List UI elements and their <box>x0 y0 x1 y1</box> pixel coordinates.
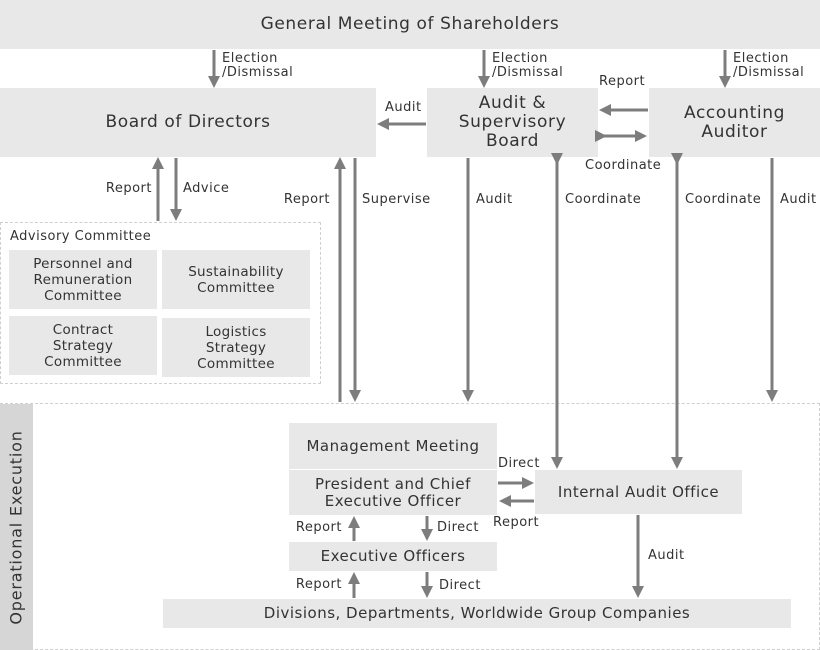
board-of-directors-box: Board of Directors <box>0 88 376 157</box>
label-coordinate-asb: Coordinate <box>565 192 642 207</box>
logistics-line-2: Strategy <box>205 339 267 356</box>
contract-line-1: Contract <box>52 321 114 338</box>
label-advice: Advice <box>183 181 230 196</box>
advisory-committee-title: Advisory Committee <box>10 229 152 244</box>
general-meeting-box: General Meeting of Shareholders <box>0 0 820 49</box>
sustainability-line-1: Sustainability <box>188 263 284 280</box>
logistics-committee-box: Logistics Strategy Committee <box>162 318 310 377</box>
personnel-line-1: Personnel and <box>33 255 133 272</box>
board-label: Board of Directors <box>105 112 271 132</box>
personnel-line-2: Remuneration <box>33 271 133 288</box>
label-election-2-line-1: Election <box>492 51 548 66</box>
executive-officers-box: Executive Officers <box>289 542 497 571</box>
label-report-pres: Report <box>295 520 342 535</box>
president-line-1: President and Chief <box>315 474 471 493</box>
management-meeting-box: Management Meeting <box>289 423 497 469</box>
label-report-advisory: Report <box>105 181 152 196</box>
label-audit-ia: Audit <box>648 548 685 563</box>
accounting-auditor-box: Accounting Auditor <box>649 88 820 157</box>
label-report-exec: Report <box>295 577 342 592</box>
label-coordinate-aa-2: Coordinate <box>685 192 762 207</box>
label-report-ia: Report <box>493 515 540 530</box>
internal-audit-label: Internal Audit Office <box>557 482 720 501</box>
accounting-auditor-line-2: Auditor <box>701 121 768 142</box>
management-meeting-label: Management Meeting <box>306 436 480 455</box>
label-direct-ia: Direct <box>498 456 540 471</box>
personnel-committee-box: Personnel and Remuneration Committee <box>9 250 157 309</box>
label-direct-pres: Direct <box>437 520 479 535</box>
label-supervise: Supervise <box>362 192 431 207</box>
president-ceo-box: President and Chief Executive Officer <box>289 470 497 515</box>
label-direct-exec: Direct <box>439 578 481 593</box>
audit-board-line-3: Board <box>486 131 539 151</box>
personnel-line-3: Committee <box>44 287 122 304</box>
label-report-ops: Report <box>283 192 330 207</box>
operational-execution-sidebar: Operational Execution <box>0 404 33 650</box>
contract-line-3: Committee <box>44 353 122 370</box>
executive-officers-label: Executive Officers <box>320 547 466 565</box>
label-audit-to-board: Audit <box>385 100 422 115</box>
contract-line-2: Strategy <box>52 337 114 354</box>
label-audit-asb: Audit <box>476 192 513 207</box>
label-election-2: Election /Dismissal <box>492 52 563 80</box>
president-line-2: Executive Officer <box>324 491 462 510</box>
audit-board-line-2: Supervisory <box>458 112 567 132</box>
label-audit-aa: Audit <box>780 192 817 207</box>
label-election-3: Election /Dismissal <box>733 52 804 80</box>
label-election-3-line-2: /Dismissal <box>733 65 805 80</box>
general-meeting-label: General Meeting of Shareholders <box>260 14 560 34</box>
label-election-1: Election /Dismissal <box>222 52 293 80</box>
audit-board-line-1: Audit & <box>478 93 547 113</box>
label-election-1-line-2: /Dismissal <box>222 65 294 80</box>
contract-committee-box: Contract Strategy Committee <box>9 316 157 375</box>
divisions-label: Divisions, Departments, Worldwide Group … <box>263 604 691 622</box>
label-election-2-line-2: /Dismissal <box>492 65 564 80</box>
sustainability-line-2: Committee <box>197 279 275 296</box>
label-election-3-line-1: Election <box>733 51 789 66</box>
logistics-line-3: Committee <box>197 355 275 372</box>
divisions-box: Divisions, Departments, Worldwide Group … <box>163 599 791 628</box>
advisory-committee-frame <box>0 222 321 384</box>
accounting-auditor-line-1: Accounting <box>684 102 785 123</box>
logistics-line-1: Logistics <box>205 323 267 340</box>
label-report-aa: Report <box>599 74 646 89</box>
internal-audit-office-box: Internal Audit Office <box>535 470 742 514</box>
audit-supervisory-board-box: Audit & Supervisory Board <box>427 88 598 157</box>
label-election-1-line-1: Election <box>222 51 278 66</box>
label-coordinate-aa: Coordinate <box>585 158 662 173</box>
sustainability-committee-box: Sustainability Committee <box>162 250 310 309</box>
